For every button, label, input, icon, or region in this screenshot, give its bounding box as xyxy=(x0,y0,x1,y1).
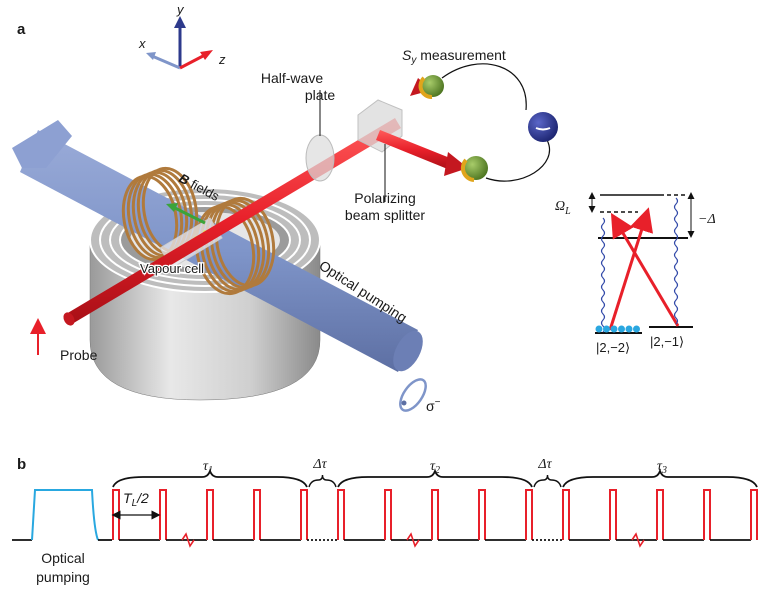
z-axis-arrow xyxy=(179,54,204,70)
probe-pulse xyxy=(525,489,533,540)
pump-beam-arrowhead xyxy=(12,120,72,168)
raman-arrow-2 xyxy=(610,212,680,327)
break-mark xyxy=(406,532,420,548)
pulse-sequence xyxy=(12,468,758,548)
population-dot xyxy=(603,325,610,333)
z-axis-head xyxy=(200,50,213,60)
half-wave-plate-label-2: plate xyxy=(305,87,336,103)
spontaneous-emission-right xyxy=(673,197,679,325)
energy-level-diagram: ΩL −Δ |2,−2⟩ |2,−1⟩ xyxy=(555,192,716,355)
half-wave-plate xyxy=(305,90,335,182)
pbs-label-2: beam splitter xyxy=(345,207,425,223)
half-wave-plate-label-1: Half-wave xyxy=(261,70,323,86)
detector-top xyxy=(418,75,444,99)
group-brace xyxy=(112,468,308,488)
raman-arrow-1 xyxy=(608,207,654,331)
y-axis-head xyxy=(174,16,186,28)
omega-label: ΩL xyxy=(555,199,571,217)
probe-pulse xyxy=(609,489,617,540)
population-dot xyxy=(625,325,633,333)
polarizing-beam-splitter xyxy=(357,99,403,202)
pbs-label-1: Polarizing xyxy=(354,190,415,206)
delta-tau-label-1: Δτ xyxy=(312,457,327,472)
differential-amplifier xyxy=(528,112,558,142)
optical-pumping-pulse xyxy=(31,489,99,541)
optical-pumping-timing-label-2: pumping xyxy=(36,569,90,585)
b-field-arrow xyxy=(174,206,206,225)
group-brace xyxy=(562,468,758,488)
coordinate-axes: y x z xyxy=(138,2,226,70)
gap-brace xyxy=(308,474,337,488)
vapour-cell-label: Vapour cell xyxy=(140,261,204,276)
sigma-minus-polarization-icon xyxy=(399,378,427,412)
ground-state-left-label: |2,−2⟩ xyxy=(596,340,630,355)
tau-1-label: τ1 xyxy=(203,459,213,476)
probe-pulse xyxy=(431,489,439,540)
probe-pulse xyxy=(478,489,486,540)
sigma-minus-label: σ− xyxy=(426,397,441,414)
x-axis-head xyxy=(146,52,156,60)
probe-pulse xyxy=(206,489,214,540)
population-dots xyxy=(595,325,640,333)
probe-pulse xyxy=(656,489,664,540)
b-field-arrowhead xyxy=(166,203,178,212)
detector-bottom xyxy=(460,156,488,182)
population-dot xyxy=(610,325,618,333)
probe-pulse xyxy=(337,489,345,540)
probe-pulse xyxy=(750,489,758,540)
delta-tau-label-2: Δτ xyxy=(537,457,552,472)
population-dot xyxy=(618,325,625,333)
probe-pulse xyxy=(300,489,308,540)
probe-pulse xyxy=(562,489,570,540)
group-labels: τ1 τ2 τ3 Δτ Δτ xyxy=(203,457,667,476)
probe-pulse xyxy=(703,489,711,540)
break-mark xyxy=(181,532,195,548)
signal-wire-bottom xyxy=(485,139,550,182)
period-label: TL/2 xyxy=(123,490,149,509)
tau-3-label: τ3 xyxy=(657,459,667,476)
sy-measurement-label: Sy measurement xyxy=(402,47,506,66)
probe-pulse xyxy=(384,489,392,540)
probe-pulse xyxy=(253,489,261,540)
z-axis-label: z xyxy=(218,52,226,67)
x-axis-label: x xyxy=(138,36,146,51)
break-mark xyxy=(631,532,645,548)
panel-a-label: a xyxy=(17,21,26,38)
tau-2-label: τ2 xyxy=(430,459,440,476)
ground-state-right-label: |2,−1⟩ xyxy=(650,334,684,349)
optical-pumping-timing-label-1: Optical xyxy=(41,550,85,566)
panel-b-label: b xyxy=(17,456,26,473)
signal-wire-top xyxy=(441,63,527,111)
y-axis-label: y xyxy=(176,2,185,17)
detuning-label: −Δ xyxy=(698,212,716,227)
coil-right xyxy=(194,196,276,296)
spontaneous-emission-left xyxy=(600,217,606,333)
population-dot xyxy=(595,325,603,333)
group-brace xyxy=(337,468,533,488)
gap-brace xyxy=(533,474,562,488)
x-axis-arrow xyxy=(151,54,181,70)
probe-pulse xyxy=(159,489,167,540)
probe-label: Probe xyxy=(60,347,98,363)
population-dot xyxy=(633,325,640,333)
